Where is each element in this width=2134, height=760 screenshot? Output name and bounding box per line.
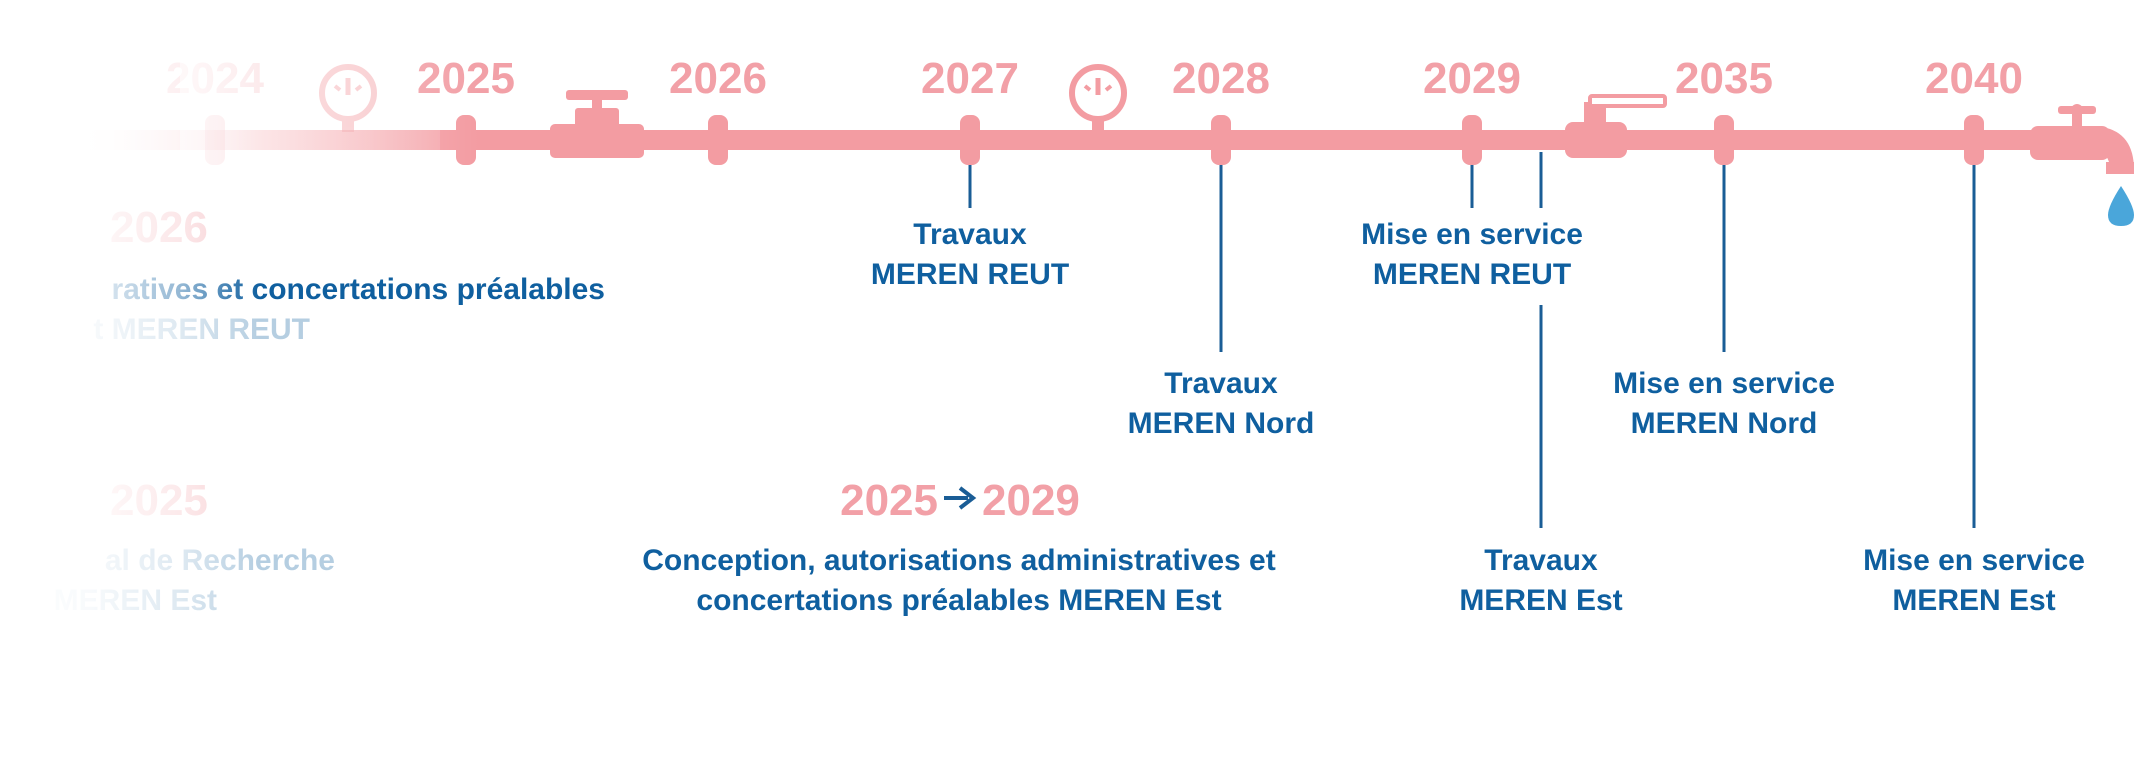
gauge-stem: [342, 118, 354, 132]
pipe-joint: [456, 115, 476, 165]
arrow-icon: [958, 486, 977, 510]
milestone-title: Mise en service: [1361, 218, 1583, 251]
pipe-joint: [1462, 115, 1482, 165]
faucet-nozzle: [2106, 162, 2134, 174]
ball-valve-lever: [1588, 94, 1667, 108]
valve-stem: [592, 96, 602, 112]
period-description: Conception, autorisations administrative…: [642, 544, 1275, 577]
pipe-segment: [440, 130, 2040, 150]
year-label: 2040: [1925, 54, 2023, 103]
valve-icon: [550, 90, 644, 158]
water-drop-icon: [2108, 186, 2134, 226]
milestone-subtitle: MEREN Nord: [1128, 407, 1315, 440]
gauge-tick: [1083, 84, 1092, 92]
year-label: 2027: [921, 54, 1019, 103]
year-label: 2024: [166, 54, 264, 103]
period-year-to: 2025: [110, 476, 208, 525]
year-label: 2029: [1423, 54, 1521, 103]
valve-body: [550, 124, 644, 158]
faucet-stem: [2072, 108, 2082, 128]
faucet-icon: [2030, 104, 2134, 174]
milestone-title: Travaux: [1484, 544, 1598, 577]
pipe-joint: [960, 115, 980, 165]
year-label: 2026: [669, 54, 767, 103]
faucet-knob: [2071, 104, 2083, 116]
milestone-subtitle: MEREN REUT: [871, 258, 1069, 291]
pipe-joint: [1714, 115, 1734, 165]
milestone-title: Mise en service: [1863, 544, 2085, 577]
gauge-icon: [1069, 64, 1127, 132]
year-label: 2028: [1172, 54, 1270, 103]
gauge-tick: [354, 84, 363, 92]
year-label: 2025: [417, 54, 515, 103]
period-description: ratives et concertations préalables: [111, 273, 605, 306]
valve-bonnet: [575, 108, 619, 130]
milestone-subtitle: MEREN Est: [1892, 584, 2055, 617]
ball-valve-icon: [1565, 94, 1667, 158]
milestone-subtitle: MEREN REUT: [1373, 258, 1571, 291]
period-block: 2026 ratives et concertations préalables t…: [93, 203, 605, 346]
gauge-tick: [333, 84, 342, 92]
milestone-subtitle: MEREN Nord: [1631, 407, 1818, 440]
year-label: 2035: [1675, 54, 1773, 103]
pipe-joint: [708, 115, 728, 165]
period-year-from: 2025: [840, 476, 938, 525]
pipe-joint: [1211, 115, 1231, 165]
period-year-to: 2029: [982, 476, 1080, 525]
pipe-segment-faded: [80, 130, 500, 150]
ball-valve-body: [1565, 122, 1627, 158]
gauge-tick: [1104, 84, 1113, 92]
period-description: concertations préalables MEREN Est: [696, 584, 1221, 617]
period-description: al de Recherche: [105, 544, 335, 577]
milestone-title: Mise en service: [1613, 367, 1835, 400]
faucet-spout: [2090, 126, 2134, 170]
milestone-title: Travaux: [913, 218, 1027, 251]
milestone-subtitle: MEREN Est: [1459, 584, 1622, 617]
pipe-joint: [205, 115, 225, 165]
gauge-icon: [319, 64, 377, 132]
pipe-joint: [1964, 115, 1984, 165]
period-year-to: 2026: [110, 203, 208, 252]
period-description: MEREN Est: [54, 584, 217, 617]
period-description: t MEREN REUT: [93, 313, 310, 346]
gauge-stem: [1092, 118, 1104, 132]
milestone-title: Travaux: [1164, 367, 1278, 400]
valve-handle: [566, 90, 628, 100]
